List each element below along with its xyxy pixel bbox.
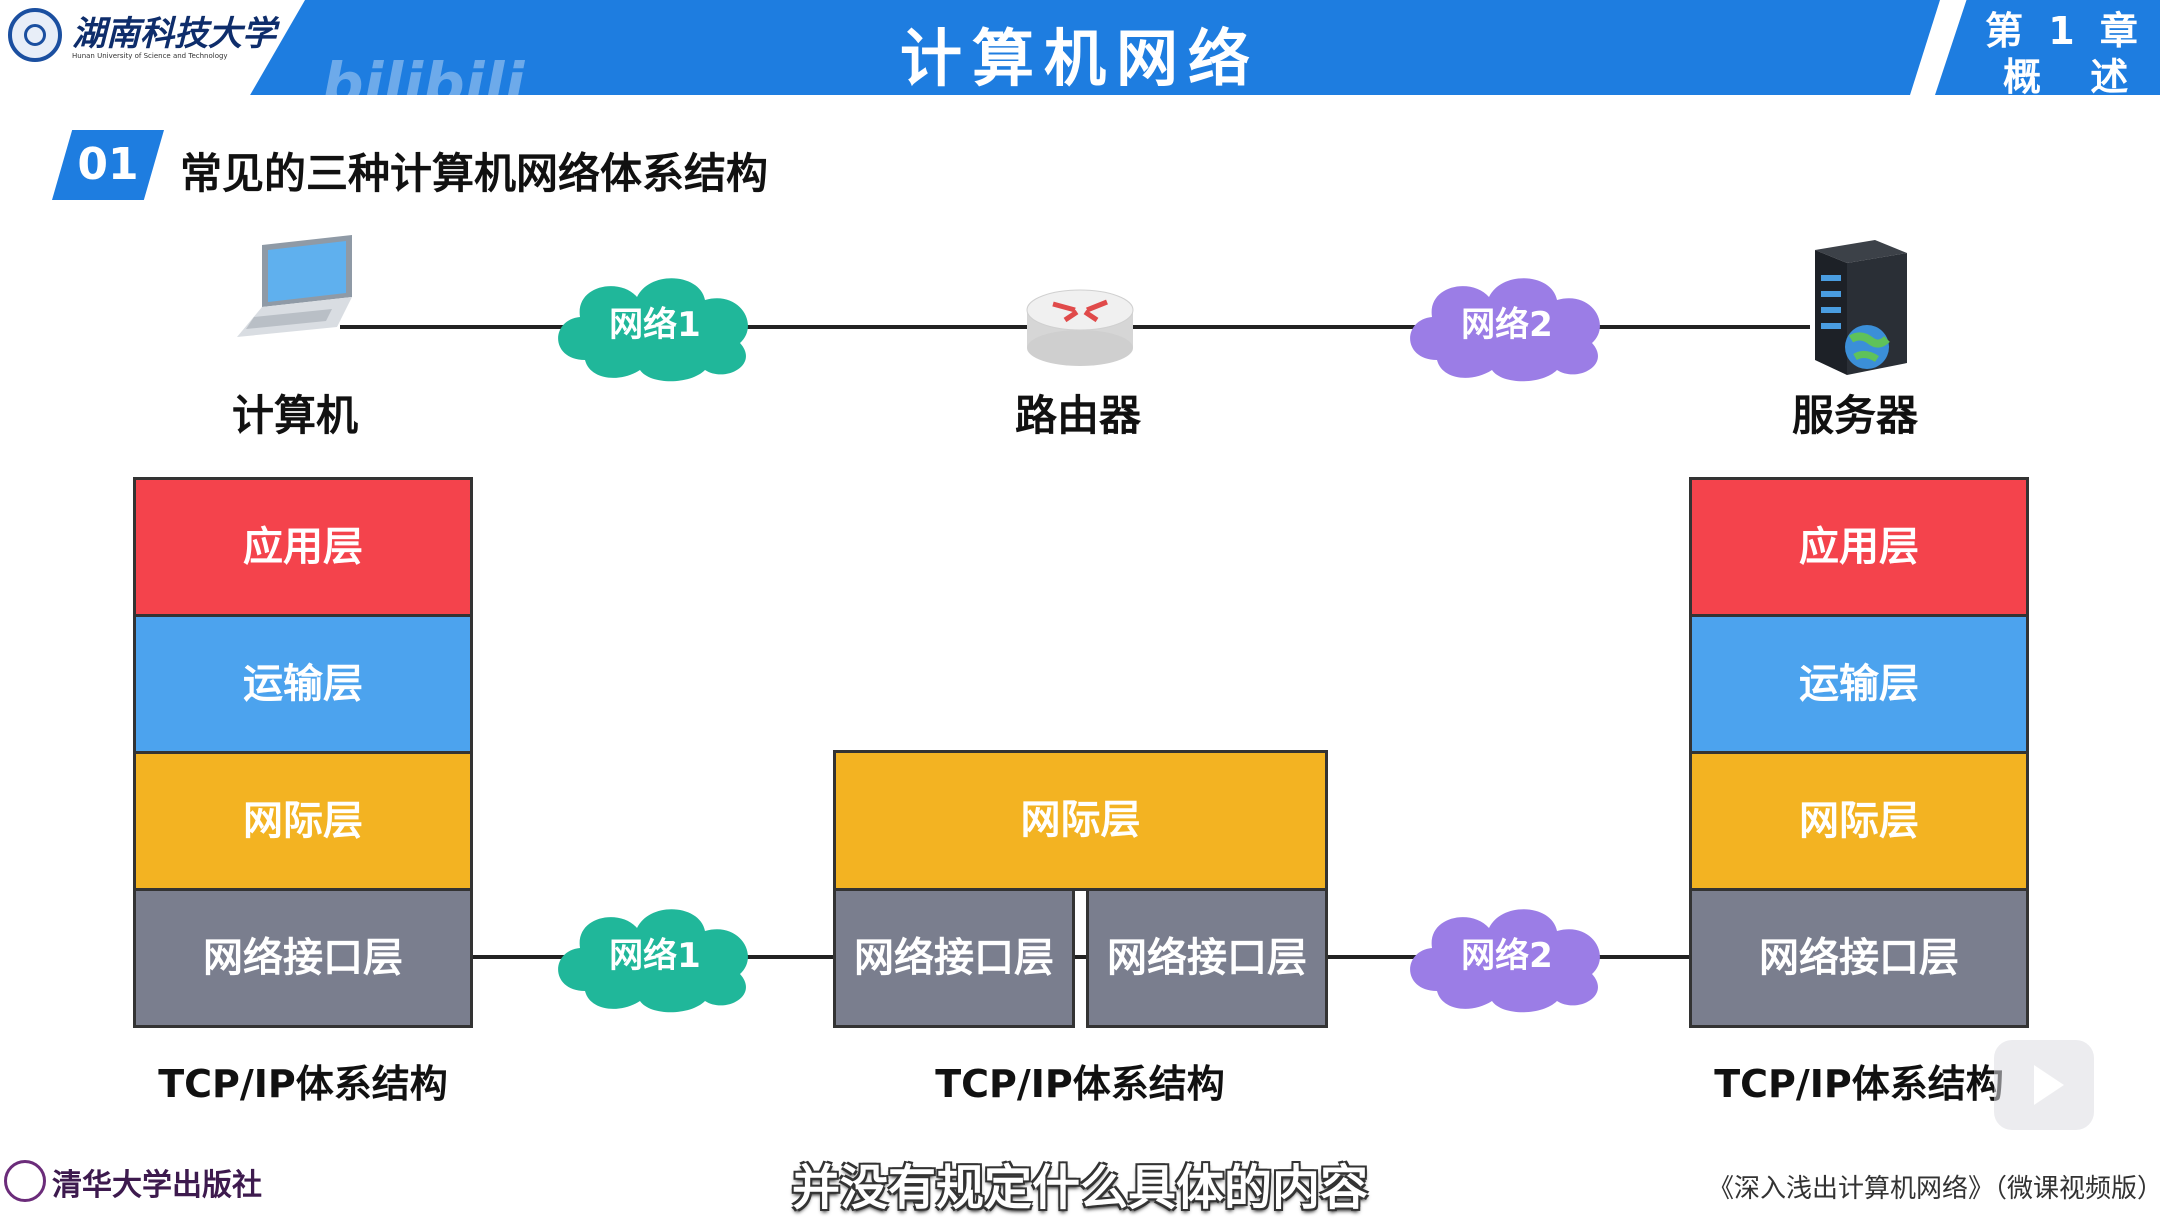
header-bar bbox=[0, 0, 2160, 95]
play-icon[interactable] bbox=[1994, 1040, 2094, 1130]
server-icon bbox=[1805, 235, 1915, 375]
middle-interface-layer-right: 网络接口层 bbox=[1086, 888, 1328, 1028]
network1-cloud-top: 网络1 bbox=[545, 265, 765, 385]
network2-cloud-bottom: 网络2 bbox=[1397, 896, 1617, 1016]
router-icon bbox=[1025, 280, 1135, 370]
right-interface-layer: 网络接口层 bbox=[1689, 888, 2029, 1028]
network1-label-top: 网络1 bbox=[609, 305, 701, 345]
publisher-name: 清华大学出版社 bbox=[52, 1168, 262, 1203]
tsinghua-seal-icon bbox=[4, 1160, 46, 1202]
middle-interface-layer-left: 网络接口层 bbox=[833, 888, 1075, 1028]
network2-label-bottom: 网络2 bbox=[1461, 936, 1553, 976]
server-label: 服务器 bbox=[1791, 391, 1918, 440]
book-title: 《深入浅出计算机网络》（微课视频版） bbox=[1708, 1174, 2160, 1204]
middle-internet-layer: 网际层 bbox=[833, 750, 1328, 891]
left-transport-layer: 运输层 bbox=[133, 614, 473, 754]
right-internet-layer: 网际层 bbox=[1689, 751, 2029, 891]
right-application-layer: 应用层 bbox=[1689, 477, 2029, 617]
section-title: 常见的三种计算机网络体系结构 bbox=[180, 149, 769, 198]
middle-architecture-caption: TCP/IP体系结构 bbox=[935, 1062, 1225, 1106]
left-application-layer: 应用层 bbox=[133, 477, 473, 617]
left-architecture-caption: TCP/IP体系结构 bbox=[158, 1062, 448, 1106]
computer-label: 计算机 bbox=[231, 391, 358, 440]
chapter-name: 概 述 bbox=[2003, 55, 2147, 99]
chapter-panel bbox=[1935, 0, 2160, 95]
section-badge: 01 bbox=[52, 130, 164, 200]
network2-label-top: 网络2 bbox=[1461, 305, 1553, 345]
channel-name: 湖科大教书匠 bbox=[40, 70, 245, 108]
network1-cloud-bottom: 网络1 bbox=[545, 896, 765, 1016]
university-name-en: Hunan University of Science and Technolo… bbox=[72, 52, 228, 60]
video-subtitle: 并没有规定什么具体的内容 bbox=[791, 1160, 1368, 1216]
left-internet-layer: 网际层 bbox=[133, 751, 473, 891]
right-transport-layer: 运输层 bbox=[1689, 614, 2029, 754]
stack-link-line bbox=[470, 955, 1695, 959]
network1-label-bottom: 网络1 bbox=[609, 936, 701, 976]
bilibili-watermark: bilibili bbox=[322, 50, 525, 118]
university-name: 湖南科技大学 bbox=[72, 14, 276, 54]
computer-icon bbox=[232, 235, 362, 345]
router-label: 路由器 bbox=[1014, 391, 1141, 440]
left-interface-layer: 网络接口层 bbox=[133, 888, 473, 1028]
right-architecture-caption: TCP/IP体系结构 bbox=[1714, 1062, 2004, 1106]
network2-cloud-top: 网络2 bbox=[1397, 265, 1617, 385]
chapter-number: 第 1 章 bbox=[1985, 9, 2144, 53]
university-seal-icon bbox=[8, 8, 62, 62]
course-title: 计算机网络 bbox=[899, 22, 1260, 95]
